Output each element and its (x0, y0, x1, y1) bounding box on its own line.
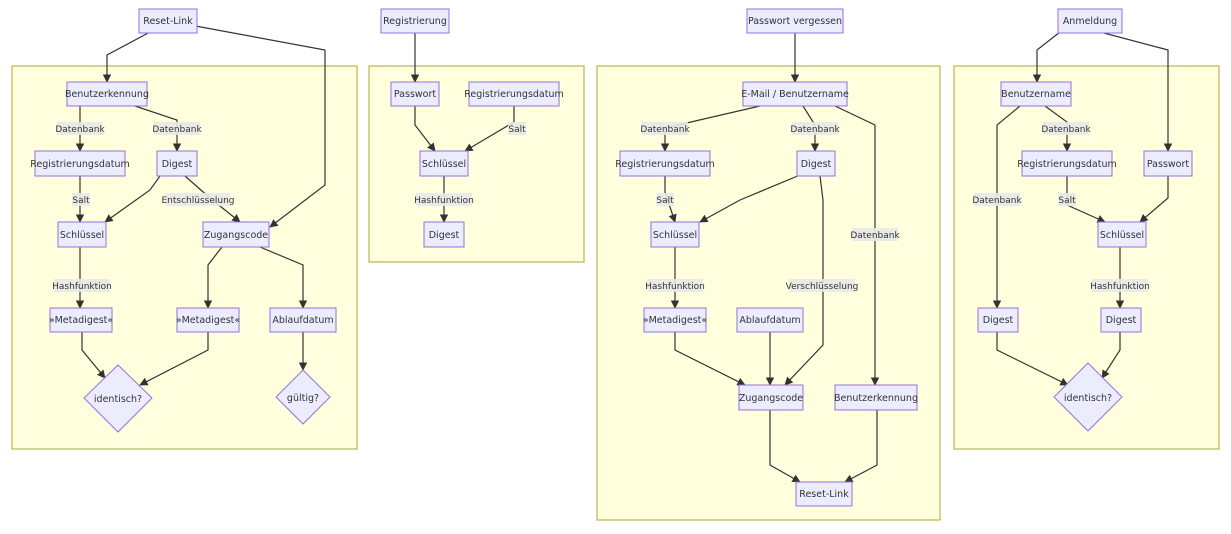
node-label: Ablaufdatum (272, 315, 333, 326)
node-label: Zugangscode (204, 230, 268, 241)
node-registrierungsdatum (468, 81, 560, 107)
node-label: Passwort (1147, 159, 1190, 170)
node-digest (796, 150, 836, 177)
node-label: Benutzername (1001, 89, 1071, 100)
node-label: Registrierungsdatum (1017, 159, 1117, 170)
node-digest (977, 307, 1019, 333)
node-registrierungsdatum (619, 150, 711, 177)
node-digest (1100, 307, 1142, 333)
edge-label-datenbank: Datenbank (972, 196, 1022, 206)
edge-label-hashfunktion: Hashfunktion (1090, 282, 1150, 292)
node-label: Registrierungsdatum (464, 89, 564, 100)
edge-label-hashfunktion: Hashfunktion (645, 282, 705, 292)
node-label: identisch? (94, 394, 142, 405)
node-metadigest (176, 307, 240, 333)
node-passwort (390, 81, 440, 107)
node-identisch-decision (1053, 362, 1123, 432)
node-label: Benutzerkennung (834, 393, 918, 404)
edge-label-datenbank: Datenbank (1041, 125, 1091, 135)
edge-label-datenbank: Datenbank (790, 125, 840, 135)
node-label: Anmeldung (1063, 16, 1117, 27)
node-benutzerkennung (66, 81, 148, 107)
node-benutzerkennung (834, 384, 918, 411)
node-label: Reset-Link (799, 489, 849, 500)
node-schluessel (650, 221, 700, 248)
node-label: gültig? (287, 393, 319, 404)
edge-label-hashfunktion: Hashfunktion (414, 196, 474, 206)
edge-labels: Datenbank Datenbank Salt Entschlüsselung… (52, 122, 1150, 292)
node-label: E-Mail / Benutzername (741, 89, 849, 100)
edge-label-salt: Salt (508, 125, 526, 135)
nodes: Reset-Link Registrierung Passwort verges… (30, 8, 1193, 507)
node-passwort (1143, 150, 1193, 177)
node-ablaufdatum (736, 307, 804, 333)
node-metadigest (49, 307, 113, 333)
node-label: Passwort (394, 89, 437, 100)
node-label: »Metadigest« (176, 315, 240, 326)
node-label: Digest (983, 315, 1014, 326)
node-ablaufdatum (269, 307, 337, 333)
node-label: Schlüssel (422, 159, 466, 170)
node-label: Zugangscode (739, 393, 803, 404)
node-reset-link (795, 481, 853, 507)
node-label: Schlüssel (60, 230, 104, 241)
node-schluessel (419, 150, 469, 177)
node-schluessel (57, 221, 107, 248)
node-identisch-decision (83, 364, 153, 433)
node-anmeldung (1057, 8, 1123, 34)
edge-label-entschluesselung: Entschlüsselung (161, 196, 234, 206)
node-reset-link (138, 8, 198, 34)
node-passwort-vergessen (746, 8, 844, 34)
node-label: Digest (429, 230, 460, 241)
node-schluessel (1097, 221, 1147, 248)
node-label: Digest (162, 159, 193, 170)
node-label: Reset-Link (143, 16, 193, 27)
node-label: Passwort vergessen (748, 16, 842, 27)
node-label: Registrierungsdatum (30, 159, 130, 170)
node-digest (156, 150, 198, 177)
node-registrierungsdatum (34, 150, 126, 177)
node-zugangscode (738, 384, 804, 411)
node-email-benutzername (742, 81, 848, 107)
node-label: identisch? (1064, 393, 1112, 404)
edge-label-hashfunktion: Hashfunktion (52, 282, 112, 292)
node-label: Benutzerkennung (65, 89, 149, 100)
edges-passwort-vergessen (660, 32, 880, 483)
node-label: »Metadigest« (49, 315, 113, 326)
node-label: Digest (801, 159, 832, 170)
cluster-passwort-vergessen (596, 65, 941, 521)
node-digest (423, 221, 465, 248)
edge-label-salt: Salt (656, 196, 674, 206)
node-label: Schlüssel (653, 230, 697, 241)
node-registrierung (380, 8, 450, 34)
edge-label-verschluesselung: Verschlüsselung (786, 282, 859, 292)
node-zugangscode (202, 221, 270, 248)
edge-label-salt: Salt (1058, 196, 1076, 206)
node-gueltig-decision (275, 369, 331, 425)
node-label: Digest (1106, 315, 1137, 326)
node-registrierungsdatum (1021, 150, 1113, 177)
node-metadigest (643, 307, 707, 333)
edge-label-salt: Salt (72, 196, 90, 206)
edge-label-datenbank: Datenbank (850, 231, 900, 241)
edges-anmeldung (992, 31, 1173, 386)
node-benutzername (1000, 81, 1072, 107)
node-label: Registrierung (383, 16, 447, 27)
node-label: Registrierungsdatum (615, 159, 715, 170)
node-label: Ablaufdatum (739, 315, 800, 326)
node-label: Schlüssel (1100, 230, 1144, 241)
edge-label-datenbank: Datenbank (640, 125, 690, 135)
node-label: »Metadigest« (643, 315, 707, 326)
edge-label-datenbank: Datenbank (152, 125, 202, 135)
edge-label-datenbank: Datenbank (55, 125, 105, 135)
